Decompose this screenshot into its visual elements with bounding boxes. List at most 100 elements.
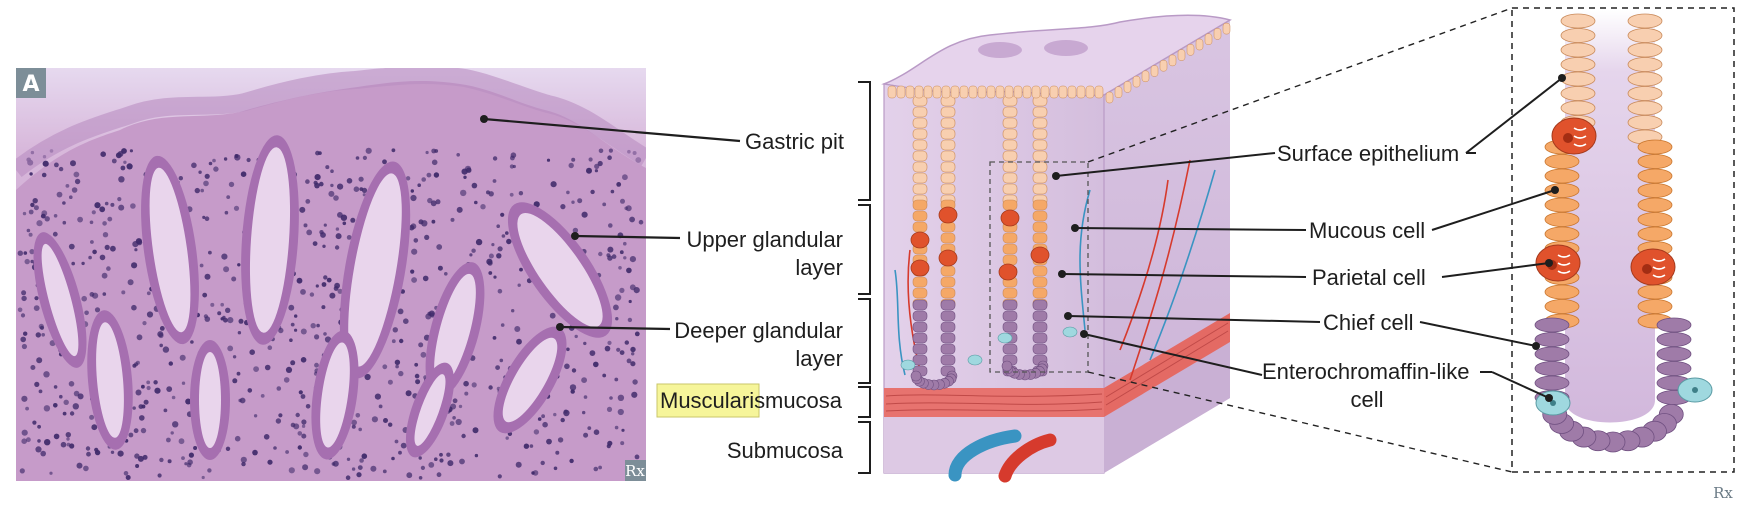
nucleus (273, 446, 277, 450)
nucleus (488, 191, 494, 197)
surface-cell (1004, 85, 1014, 99)
nucleus (398, 370, 404, 377)
surface-cell (1094, 85, 1104, 99)
nucleus (40, 450, 46, 457)
nucleus (275, 418, 282, 424)
nucleus (223, 157, 228, 161)
nucleus (28, 232, 33, 237)
surface-cell (959, 85, 969, 99)
nucleus (25, 406, 29, 411)
surface-cell (1022, 85, 1032, 99)
gland-lumen (502, 337, 558, 423)
nucleus (210, 302, 215, 307)
nucleus (437, 265, 443, 271)
nucleus (582, 410, 586, 415)
nucleus (59, 394, 63, 399)
nucleus (89, 414, 95, 420)
nucleus (107, 216, 113, 222)
nucleus (436, 244, 443, 250)
nucleus (300, 357, 307, 363)
nucleus (588, 157, 593, 162)
nucleus (166, 437, 171, 443)
nucleus (370, 465, 377, 472)
nucleus (358, 427, 363, 432)
nucleus (631, 391, 638, 398)
nucleus (553, 466, 558, 471)
nucleus (84, 310, 89, 316)
gland-cell (940, 232, 956, 244)
nucleus (371, 416, 378, 423)
nucleus (394, 439, 399, 444)
nucleus (208, 161, 213, 166)
nucleus (301, 433, 307, 439)
nucleus (383, 418, 388, 423)
nucleus (323, 275, 328, 280)
nucleus (598, 148, 604, 154)
nucleus (480, 204, 486, 210)
gland-cell (1032, 183, 1048, 195)
nucleus (446, 452, 451, 457)
nucleus (296, 277, 303, 284)
gland-cell (912, 199, 928, 211)
nucleus (414, 362, 419, 367)
nucleus (330, 169, 334, 173)
nucleus (314, 174, 321, 181)
gland-cell (1032, 106, 1048, 118)
label-muscularis: Muscularis (660, 388, 765, 413)
nucleus (290, 360, 296, 366)
gland-cell (940, 161, 956, 173)
nucleus (550, 181, 557, 188)
nucleus (323, 223, 327, 227)
nucleus (620, 198, 625, 204)
nucleus (163, 408, 168, 413)
mucous-cell (1637, 299, 1673, 314)
nucleus (30, 259, 34, 264)
nucleus (232, 378, 238, 384)
nucleus (136, 334, 143, 341)
nucleus (364, 373, 371, 381)
nucleus (332, 460, 339, 467)
nucleus (110, 202, 115, 207)
nucleus (391, 339, 396, 344)
nucleus (613, 304, 619, 311)
chief-cell (1032, 343, 1048, 355)
gland-lumen (249, 147, 291, 333)
gland-cell (1032, 287, 1048, 299)
nucleus (143, 399, 149, 405)
nucleus (418, 456, 422, 460)
nucleus (58, 166, 64, 172)
nucleus (625, 205, 632, 212)
nucleus (493, 275, 497, 279)
gland-cell (940, 183, 956, 195)
nucleus (94, 447, 99, 452)
nucleus (260, 394, 265, 398)
panel-badge-text: A (22, 72, 39, 97)
ecl-nucleus (1692, 387, 1698, 393)
nucleus (310, 323, 316, 329)
nucleus (71, 187, 78, 193)
nucleus (496, 224, 501, 228)
nucleus (89, 292, 95, 297)
nucleus (566, 347, 570, 352)
nucleus (23, 331, 28, 336)
nucleus (137, 240, 143, 246)
surface-cell (1222, 22, 1231, 35)
gland-cell (1002, 243, 1018, 255)
nucleus (431, 219, 436, 224)
nucleus (35, 332, 41, 338)
nucleus (238, 318, 244, 324)
nucleus (146, 380, 151, 385)
nucleus (303, 223, 308, 228)
nucleus (488, 271, 493, 275)
nucleus (299, 206, 306, 213)
gland-cell (912, 210, 928, 222)
nucleus (315, 150, 320, 156)
surface-cell (896, 85, 906, 99)
gastric-glands (16, 68, 646, 460)
gland-cell (940, 150, 956, 162)
label-ecl-cell-2: cell (1350, 387, 1383, 412)
nucleus (324, 336, 332, 343)
nucleus (53, 433, 60, 440)
nucleus (65, 184, 70, 188)
panel-badge (16, 68, 46, 98)
